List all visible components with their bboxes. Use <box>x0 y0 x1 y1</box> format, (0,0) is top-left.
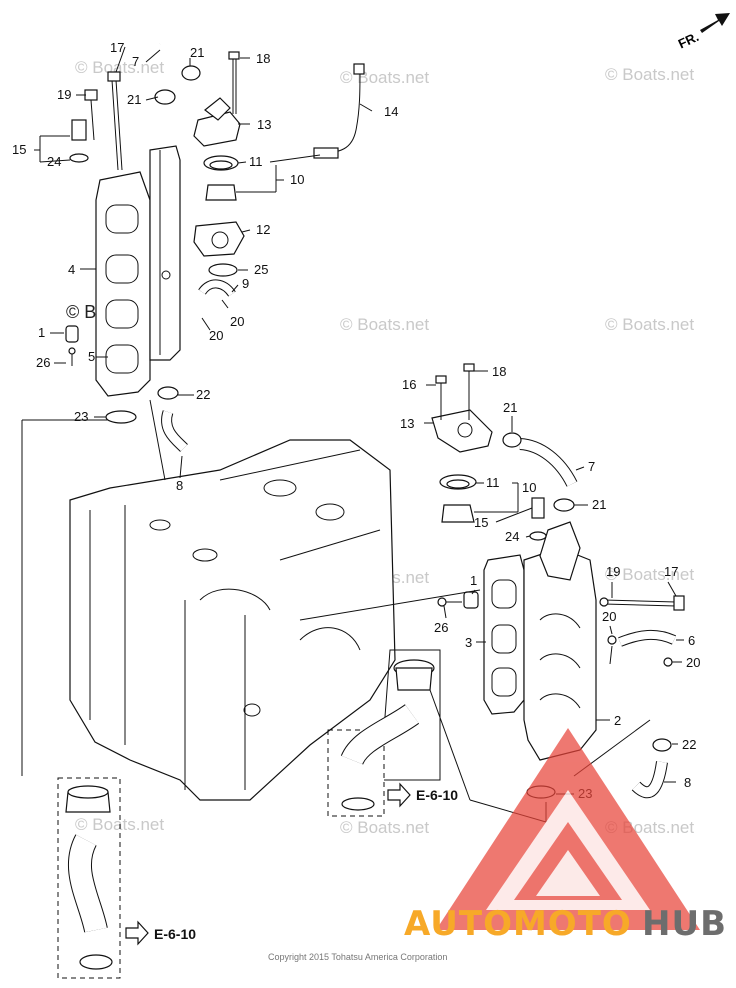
lower-water-hose-left <box>57 777 121 979</box>
brand-wordmark: AUTOMOTO HUB <box>404 904 727 944</box>
front-label: FR. <box>676 29 701 51</box>
callout-number: 24 <box>505 529 519 544</box>
callout-number: 11 <box>249 154 263 169</box>
callout-number: 10 <box>522 480 536 495</box>
callout-number: 17 <box>110 40 124 55</box>
callout-number: 15 <box>12 142 26 157</box>
callout-number: 1 <box>38 325 45 340</box>
callout-number: 7 <box>588 459 595 474</box>
callout-number: 8 <box>176 478 183 493</box>
watermark-text: © Boats.net <box>340 315 429 334</box>
callout-number: 8 <box>684 775 691 790</box>
callout-number: 25 <box>254 262 268 277</box>
callout-number: 26 <box>36 355 50 370</box>
callout-number: 20 <box>686 655 700 670</box>
callout-number: 13 <box>257 117 271 132</box>
callout-number: 2 <box>614 713 621 728</box>
watermark-text: © Boats.net <box>605 315 694 334</box>
callout-number: 23 <box>74 409 88 424</box>
callout-number: 11 <box>486 475 500 490</box>
callout-number: 15 <box>474 515 488 530</box>
watermark-text: © Boats.net <box>75 58 164 77</box>
callout-number: 14 <box>384 104 398 119</box>
callout-number: 1 <box>470 573 477 588</box>
callout-number: 13 <box>400 416 414 431</box>
callout-number: 16 <box>402 377 416 392</box>
callout-number: 18 <box>256 51 270 66</box>
callout-number: 3 <box>465 635 472 650</box>
front-direction-indicator: FR. <box>676 13 730 51</box>
callout-number: 20 <box>602 609 616 624</box>
right-assembly <box>431 363 685 799</box>
callout-number: 19 <box>57 87 71 102</box>
copyright-notice: Copyright 2015 Tohatsu America Corporati… <box>268 952 447 962</box>
callout-number: 24 <box>47 154 61 169</box>
brand-name-part1: AUTOMOTO <box>404 904 632 944</box>
brand-name-part2: HUB <box>642 904 727 944</box>
callout-number: 9 <box>242 276 249 291</box>
leader-lines <box>21 46 684 823</box>
callout-number: 26 <box>434 620 448 635</box>
watermark-text: © Boats.net <box>605 65 694 84</box>
callout-number: 17 <box>664 564 678 579</box>
callout-number: 7 <box>132 54 139 69</box>
callout-number: 22 <box>196 387 210 402</box>
cylinder-block <box>69 439 396 801</box>
callout-number: 6 <box>688 633 695 648</box>
reference-arrow-left: E-6-10 <box>125 920 196 946</box>
callout-number: 22 <box>682 737 696 752</box>
watermark-text: © Boats.net <box>605 565 694 584</box>
callout-number: 21 <box>592 497 606 512</box>
callout-number: 18 <box>492 364 506 379</box>
reference-link-label: E-6-10 <box>416 787 458 803</box>
callout-number: 20 <box>230 314 244 329</box>
gasket-part <box>95 171 151 397</box>
upper-left-assembly <box>65 40 365 452</box>
cover-part <box>149 145 181 361</box>
lower-water-hose-right <box>327 649 441 817</box>
callout-number: 19 <box>606 564 620 579</box>
reference-arrow-right: E-6-10 <box>387 782 458 808</box>
arrow-icon <box>700 13 730 33</box>
reference-link-label: E-6-10 <box>154 926 196 942</box>
callout-number: 21 <box>503 400 517 415</box>
callout-number: 4 <box>68 262 75 277</box>
callout-number: 21 <box>190 45 204 60</box>
automotohub-logo <box>436 728 700 930</box>
callout-number: 5 <box>88 349 95 364</box>
watermark-text: © Boats.net <box>340 818 429 837</box>
callout-number: 12 <box>256 222 270 237</box>
thermostat-housing <box>193 111 241 147</box>
callout-number: 20 <box>209 328 223 343</box>
callout-number: 10 <box>290 172 304 187</box>
callout-number: 21 <box>127 92 141 107</box>
